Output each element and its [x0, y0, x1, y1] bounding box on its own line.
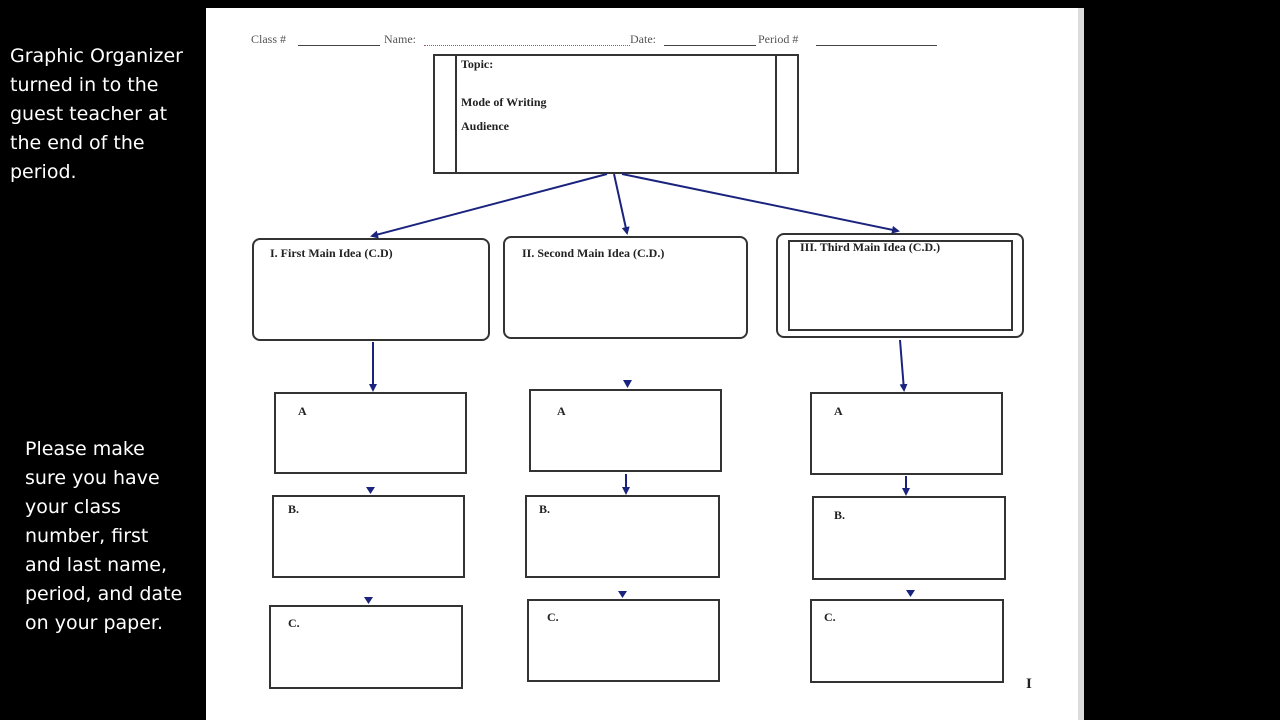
date-blank [664, 45, 756, 46]
mode-of-writing-label: Mode of Writing [461, 95, 547, 109]
detail-3a-label: A [834, 404, 843, 418]
arrow-topic-to-idea-1 [370, 173, 608, 239]
arrow-idea-3-to-3a [899, 339, 908, 392]
detail-1c-box [269, 605, 463, 689]
topic-label: Topic: [461, 57, 494, 71]
arrowhead-3c [906, 590, 915, 597]
detail-1c-label: C. [288, 616, 300, 630]
arrowhead-2c [618, 591, 627, 598]
detail-2b-box [525, 495, 720, 578]
detail-2c-box [527, 599, 720, 682]
name-blank [424, 45, 630, 46]
detail-1b-box [272, 495, 465, 578]
detail-1b-label: B. [288, 502, 300, 516]
detail-3a-box [810, 392, 1003, 475]
detail-2a-box [529, 389, 722, 472]
arrowhead-1b [366, 487, 375, 494]
detail-2a-label: A [557, 404, 566, 418]
detail-3b-box [812, 496, 1006, 580]
detail-3b-label: B. [834, 508, 846, 522]
page-mark: I [1026, 676, 1032, 692]
audience-label: Audience [461, 119, 509, 133]
arrowhead-1c [364, 597, 373, 604]
topic-box-left-bar [455, 56, 457, 172]
date-label: Date: [630, 32, 656, 46]
topic-box-right-bar [775, 56, 777, 172]
main-idea-3-label: III. Third Main Idea (C.D.) [800, 240, 941, 254]
detail-2c-label: C. [547, 610, 559, 624]
period-label: Period # [758, 32, 799, 46]
instruction-note-top: Graphic Organizer turned in to the guest… [10, 45, 183, 183]
detail-3c-label: C. [824, 610, 836, 624]
main-idea-2-label: II. Second Main Idea (C.D.) [522, 246, 665, 260]
main-idea-3-box [776, 233, 1024, 338]
period-blank [816, 45, 937, 46]
topic-box [433, 54, 799, 174]
arrow-topic-to-idea-2 [613, 173, 630, 235]
class-blank [298, 45, 380, 46]
detail-2b-label: B. [539, 502, 551, 516]
page-edge-shadow [1078, 8, 1084, 720]
name-label: Name: [384, 32, 416, 46]
detail-1a-label: A [298, 404, 307, 418]
instruction-note-bottom: Please make sure you have your class num… [25, 438, 183, 634]
main-idea-1-box [252, 238, 490, 341]
detail-1a-box [274, 392, 467, 474]
class-label: Class # [251, 32, 287, 46]
main-idea-1-label: I. First Main Idea (C.D) [270, 246, 393, 260]
arrow-topic-to-idea-3 [621, 173, 900, 234]
detail-3c-box [810, 599, 1004, 683]
arrowhead-2a [623, 380, 632, 388]
main-idea-3-inner-frame [788, 240, 1013, 331]
main-idea-2-box [503, 236, 748, 339]
